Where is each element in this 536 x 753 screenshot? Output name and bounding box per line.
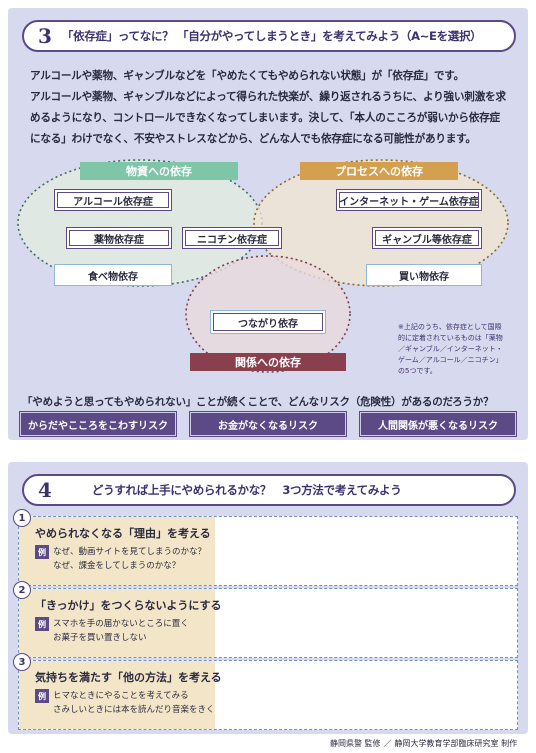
item-internet-game: インターネット・ゲーム依存症 bbox=[336, 189, 482, 211]
step-3-example-2: さみしいときには本を読んだり音楽をきく bbox=[53, 705, 215, 715]
step-2-example-tag: 例 bbox=[35, 617, 49, 631]
section-4-title-bar: 4 どうすれば上手にやめられるかな？ 3つ方法で考えてみよう bbox=[22, 474, 516, 506]
item-gambling: ギャンブル等依存症 bbox=[372, 227, 482, 249]
category-relation: 関係への依存 bbox=[190, 353, 346, 371]
footer-supervisor: 静岡県警 監修 bbox=[330, 739, 381, 748]
risk-money: お金がなくなるリスク bbox=[189, 411, 347, 437]
section-4-title: どうすれば上手にやめられるかな？ 3つ方法で考えてみよう bbox=[91, 483, 402, 497]
footer-separator: ／ bbox=[383, 739, 392, 748]
step-1-prompt: 1 やめられなくなる「理由」を考える 例 なぜ、動画サイトを見てしまうのかな？ … bbox=[13, 509, 215, 585]
section-3-panel: 3 「依存症」ってなに？ 「自分がやってしまうとき」を考えてみよう（A~Eを選択… bbox=[8, 8, 528, 440]
step-1-example-1: なぜ、動画サイトを見てしまうのかな？ bbox=[53, 547, 207, 557]
item-drug: 薬物依存症 bbox=[66, 227, 172, 249]
step-2: 2 「きっかけ」をつくらないようにする 例 スマホを手の届かないところに置く お… bbox=[13, 581, 518, 658]
item-shopping: 買い物依存 bbox=[366, 264, 482, 286]
intro-paragraph-1: アルコールや薬物、ギャンブルなどを「やめたくてもやめられない状態」が「依存症」で… bbox=[30, 70, 464, 82]
footer-producer: 静岡大学教育学部臨床研究室 制作 bbox=[394, 739, 518, 748]
step-3-example-tag: 例 bbox=[35, 689, 49, 703]
step-3: 3 気持ちを満たす「他の方法」を考える 例 ヒマなときにやることを考えてみる さ… bbox=[13, 653, 518, 730]
step-3-number: 3 bbox=[13, 653, 31, 671]
intro-paragraph-2: アルコールや薬物、ギャンブルなどによって得られた快楽が、繰り返されるうちに、より… bbox=[30, 91, 506, 145]
item-alcohol: アルコール依存症 bbox=[54, 189, 172, 211]
step-3-title: 気持ちを満たす「他の方法」を考える bbox=[35, 671, 222, 684]
section-4-number: 4 bbox=[38, 478, 52, 502]
step-1-title: やめられなくなる「理由」を考える bbox=[35, 527, 211, 540]
risk-relationships: 人間関係が悪くなるリスク bbox=[359, 411, 517, 437]
step-2-example-2: お菓子を買い置きしない bbox=[53, 633, 147, 643]
step-1-example-2: なぜ、課金をしてしまうのかな？ bbox=[53, 561, 181, 571]
step-3-example-1: ヒマなときにやることを考えてみる bbox=[53, 691, 189, 701]
risk-body-mind: からだやこころをこわすリスク bbox=[19, 411, 177, 437]
step-1: 1 やめられなくなる「理由」を考える 例 なぜ、動画サイトを見てしまうのかな？ … bbox=[13, 509, 518, 586]
category-process: プロセスへの依存 bbox=[300, 162, 458, 180]
step-2-number: 2 bbox=[13, 581, 31, 599]
item-food: 食べ物依存 bbox=[54, 264, 172, 286]
footer-credits: 静岡県警 監修／静岡大学教育学部臨床研究室 制作 bbox=[330, 738, 517, 749]
section-3-number: 3 bbox=[38, 24, 52, 48]
section-4-panel: 4 どうすれば上手にやめられるかな？ 3つ方法で考えてみよう 1 やめられなくな… bbox=[8, 462, 528, 734]
item-connection: つながり依存 bbox=[210, 310, 326, 334]
category-substance: 物資への依存 bbox=[80, 162, 238, 180]
section-3-title-bar: 3 「依存症」ってなに？ 「自分がやってしまうとき」を考えてみよう（A~Eを選択… bbox=[22, 20, 516, 52]
section-3-title: 「依存症」ってなに？ 「自分がやってしまうとき」を考えてみよう（A~Eを選択） bbox=[61, 29, 482, 43]
step-1-number: 1 bbox=[13, 509, 31, 527]
step-2-example-1: スマホを手の届かないところに置く bbox=[53, 619, 189, 629]
risk-question: 「やめようと思ってもやめられない」ことが続くことで、どんなリスク（危険性）がある… bbox=[22, 396, 494, 408]
footnote: ※上記のうち、依存症として国際的に定着されているものは「薬物／ギャンブル／インタ… bbox=[398, 323, 503, 375]
step-1-example-tag: 例 bbox=[35, 545, 49, 559]
step-2-title: 「きっかけ」をつくらないようにする bbox=[35, 599, 222, 612]
step-2-prompt: 2 「きっかけ」をつくらないようにする 例 スマホを手の届かないところに置く お… bbox=[13, 581, 221, 657]
item-nicotine: ニコチン依存症 bbox=[182, 227, 282, 249]
step-3-prompt: 3 気持ちを満たす「他の方法」を考える 例 ヒマなときにやることを考えてみる さ… bbox=[13, 653, 222, 729]
